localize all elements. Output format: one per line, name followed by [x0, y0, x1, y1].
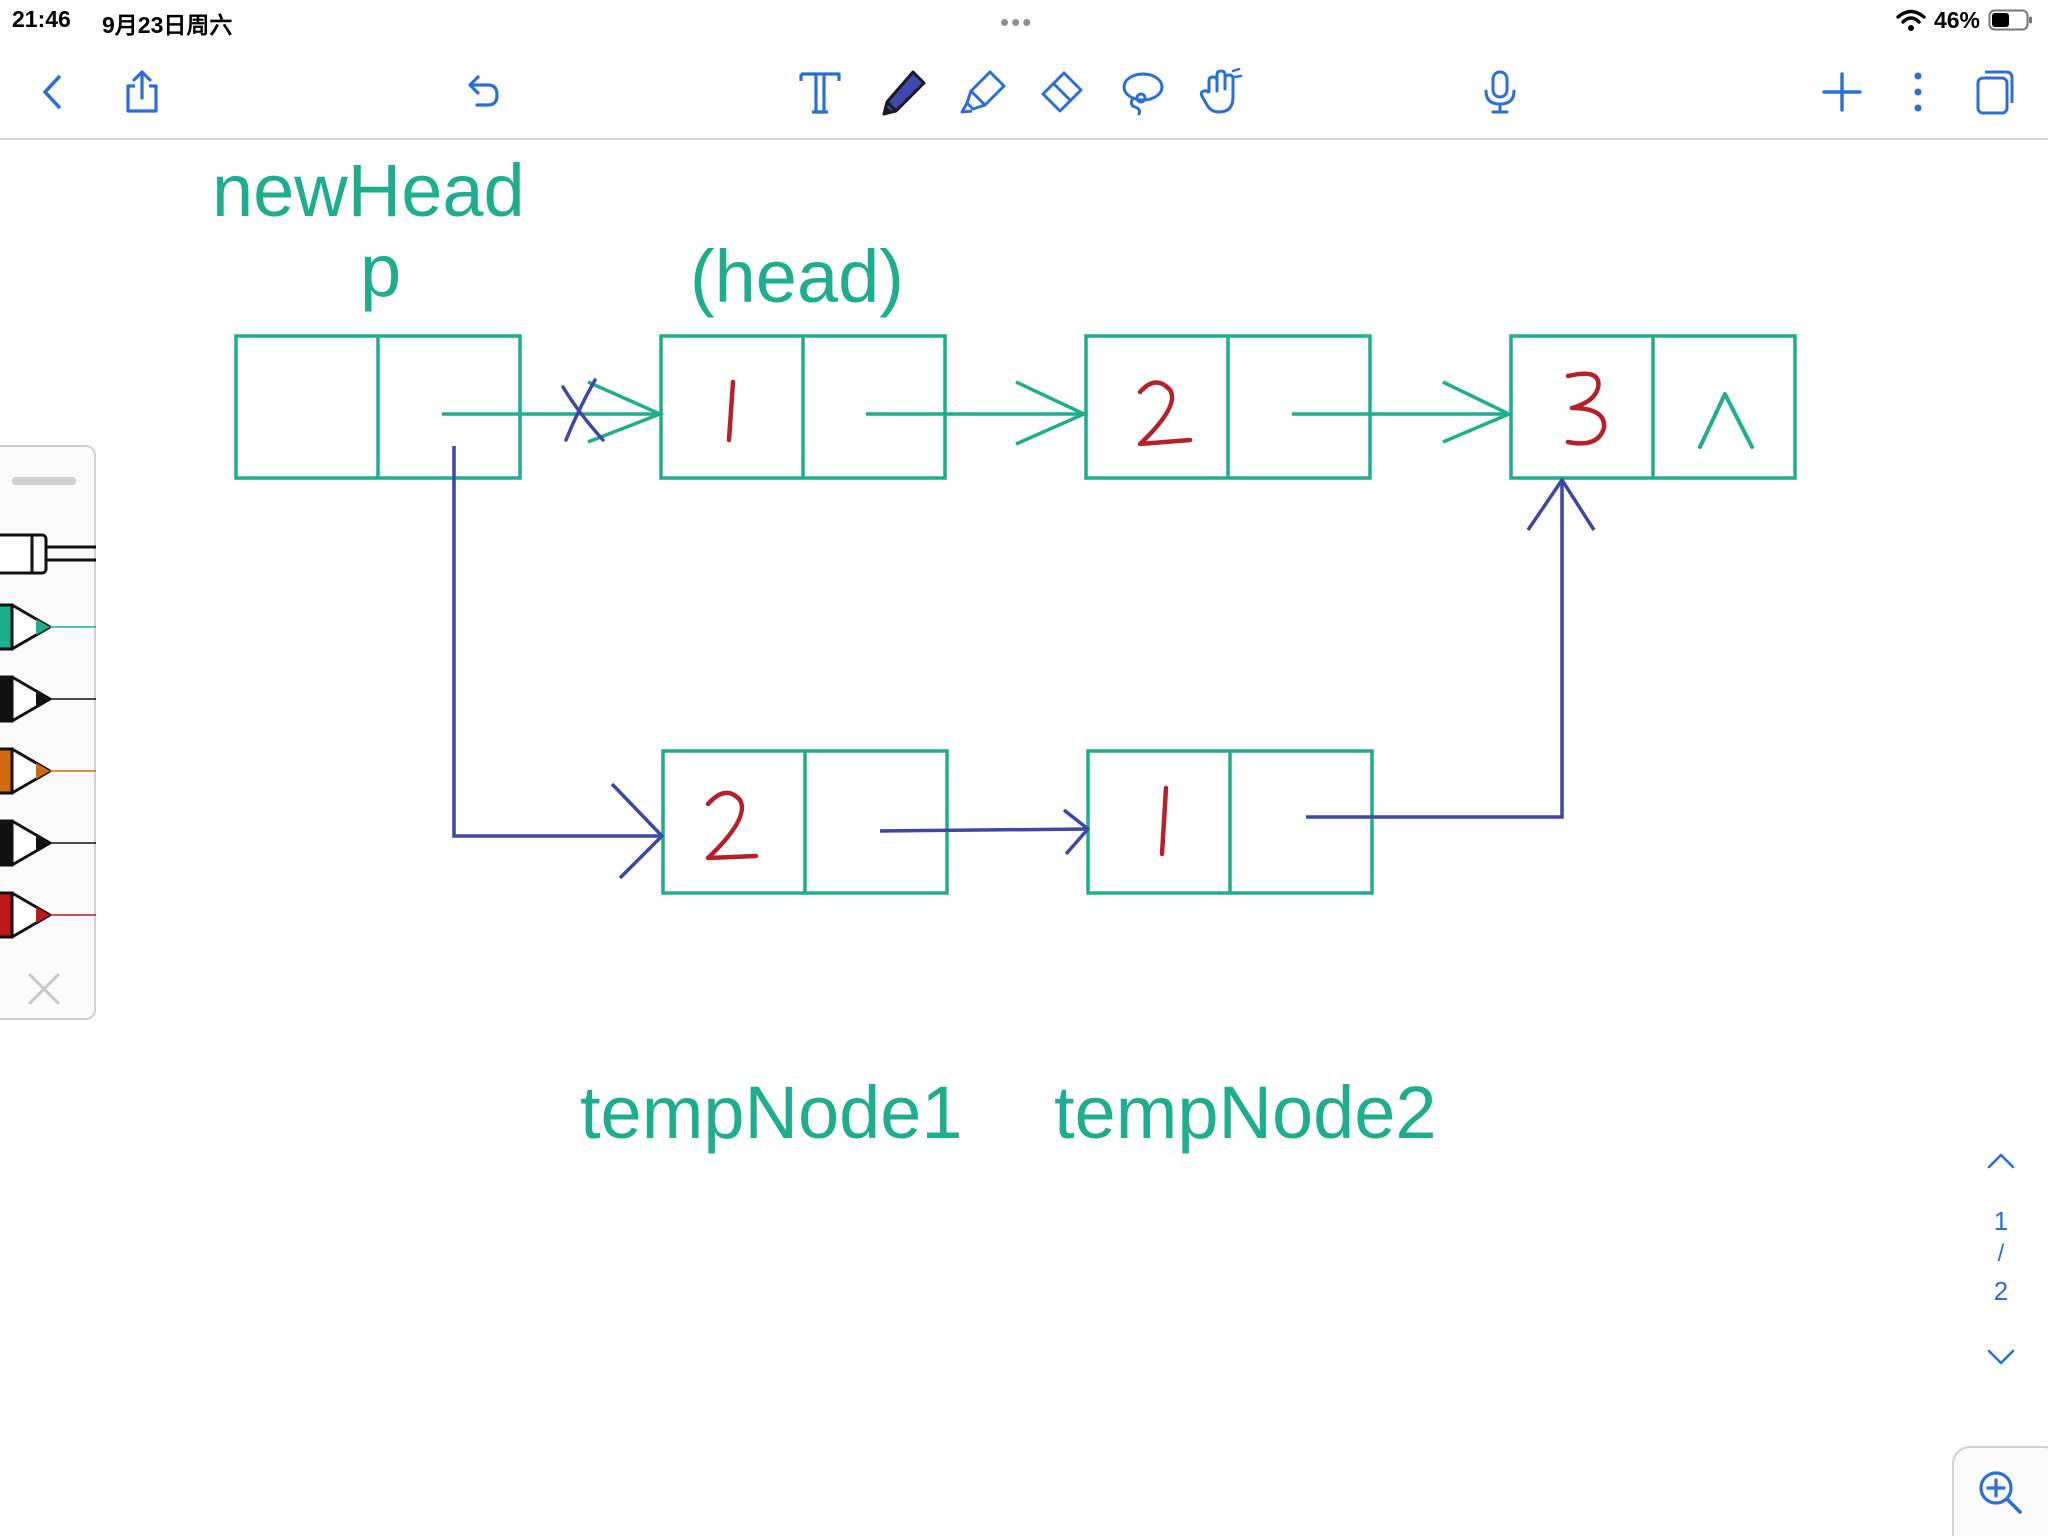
cross-mark	[561, 378, 605, 442]
label-new-head: newHead	[212, 149, 525, 232]
multitasking-dots[interactable]: •••	[1000, 7, 1034, 37]
arrow-temp1-to-temp2	[879, 808, 1090, 856]
undo-icon[interactable]	[454, 64, 510, 120]
zoom-button[interactable]	[1952, 1446, 2048, 1536]
eraser-icon[interactable]	[1034, 64, 1090, 120]
teal-pen-icon[interactable]	[0, 601, 96, 653]
black-pen-icon[interactable]	[0, 673, 96, 725]
value-digit-3-top	[1565, 371, 1607, 446]
share-icon[interactable]	[114, 64, 170, 120]
tray-drag-handle[interactable]	[12, 477, 76, 485]
value-digit-2-bottom	[705, 790, 759, 861]
pen-tool-icon[interactable]	[876, 64, 932, 120]
hand-pointer-icon[interactable]	[1192, 64, 1248, 120]
chevron-up-icon[interactable]	[1984, 1144, 2018, 1178]
toolbar	[0, 40, 2048, 140]
close-icon[interactable]	[24, 969, 64, 1009]
text-tool-icon[interactable]	[792, 64, 848, 120]
status-bar: 21:46 9月23日周六 ••• 46%	[0, 0, 2048, 40]
linked-list-drawing	[234, 334, 1797, 895]
status-date: 9月23日周六	[102, 12, 233, 38]
label-temp-node-1: tempNode1	[580, 1071, 963, 1154]
note-canvas[interactable]: newHead p (head) tempNode1 tempNode2	[0, 142, 2048, 1536]
battery-icon	[1988, 9, 2032, 31]
temp-node-2	[1086, 749, 1374, 895]
red-pen-icon[interactable]	[0, 889, 96, 941]
node-3	[1509, 334, 1797, 480]
wifi-icon	[1896, 9, 1926, 31]
node-2	[1084, 334, 1372, 480]
null-marker	[1698, 392, 1754, 449]
label-head: (head)	[690, 235, 904, 318]
black-pen-icon-2[interactable]	[0, 817, 96, 869]
orange-pen-icon[interactable]	[0, 745, 96, 797]
node-1	[659, 334, 947, 480]
new-head-node	[234, 334, 522, 480]
arrow-newhead-to-node1	[442, 380, 665, 444]
pages-icon[interactable]	[1966, 64, 2022, 120]
status-right: 46%	[1896, 6, 2034, 34]
page-current: 1	[1993, 1206, 2009, 1236]
arrow-newhead-to-temp1	[452, 446, 664, 880]
arrow-temp2-to-node3	[1306, 478, 1596, 819]
pen-tray	[0, 445, 96, 1020]
temp-node-1	[661, 749, 949, 895]
highlighter-icon[interactable]	[956, 64, 1012, 120]
zoom-in-icon	[1979, 1471, 2022, 1514]
label-p: p	[360, 229, 402, 312]
status-time: 21:46	[12, 6, 71, 32]
page-separator: /	[1997, 1240, 2005, 1267]
fountain-pen-icon[interactable]	[0, 527, 96, 579]
microphone-icon[interactable]	[1472, 64, 1528, 120]
value-digit-1-top	[726, 379, 736, 443]
value-digit-2-top	[1137, 380, 1193, 447]
page-total: 2	[1993, 1276, 2009, 1306]
add-icon[interactable]	[1814, 64, 1870, 120]
battery-percent: 46%	[1933, 6, 1980, 33]
back-icon[interactable]	[26, 64, 82, 120]
arrow-node2-to-node3	[1292, 380, 1514, 444]
chevron-down-icon[interactable]	[1984, 1340, 2018, 1374]
value-digit-1-bottom	[1159, 785, 1169, 857]
label-temp-node-2: tempNode2	[1054, 1071, 1437, 1154]
more-icon[interactable]	[1890, 64, 1946, 120]
lasso-icon[interactable]	[1114, 64, 1170, 120]
arrow-node1-to-node2	[866, 380, 1089, 446]
